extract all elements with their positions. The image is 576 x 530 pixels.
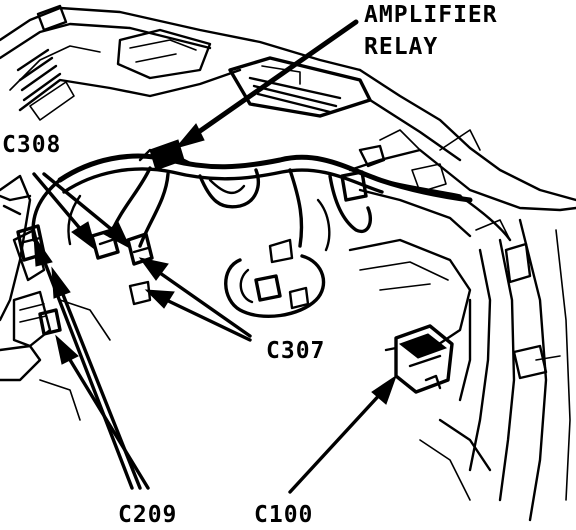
wiring-harness (0, 153, 512, 318)
c209-arrow-shaft-3 (62, 348, 150, 490)
c100-arrowhead (371, 374, 397, 405)
c308-arrow-shaft-2 (42, 172, 124, 240)
c307-arrowhead-2 (144, 289, 175, 309)
c100-arrow-shaft (288, 388, 386, 494)
labels: AMPLIFIER RELAY C308 C307 C209 C100 (2, 2, 498, 528)
label-c308: C308 (2, 132, 61, 158)
label-c307: C307 (266, 338, 325, 364)
c307-connector-lower (128, 280, 152, 306)
label-c209: C209 (118, 502, 177, 528)
c209-arrowhead-2 (51, 266, 71, 299)
amplifier-relay-arrow-shaft (187, 19, 359, 141)
c209-connector-lower (38, 308, 62, 336)
c308-connector (90, 228, 120, 260)
callout-arrows (32, 19, 397, 494)
c307-connector-upper (126, 232, 154, 266)
c307-arrowhead-1 (138, 257, 169, 281)
c209-arrowhead-3 (55, 334, 79, 365)
label-relay: RELAY (364, 34, 438, 60)
c308-arrowhead-2 (103, 221, 132, 250)
label-c100: C100 (254, 502, 313, 528)
loop-connector (254, 274, 282, 302)
c209-arrowhead-1 (33, 234, 53, 267)
amplifier-relay-arrowhead (174, 123, 205, 149)
c307-arrow-shaft-2 (156, 294, 252, 342)
dashboard-structure (0, 4, 576, 522)
label-amplifier: AMPLIFIER (364, 2, 498, 28)
c307-arrow-shaft-1 (148, 264, 252, 338)
c308-arrowhead-1 (71, 221, 97, 252)
